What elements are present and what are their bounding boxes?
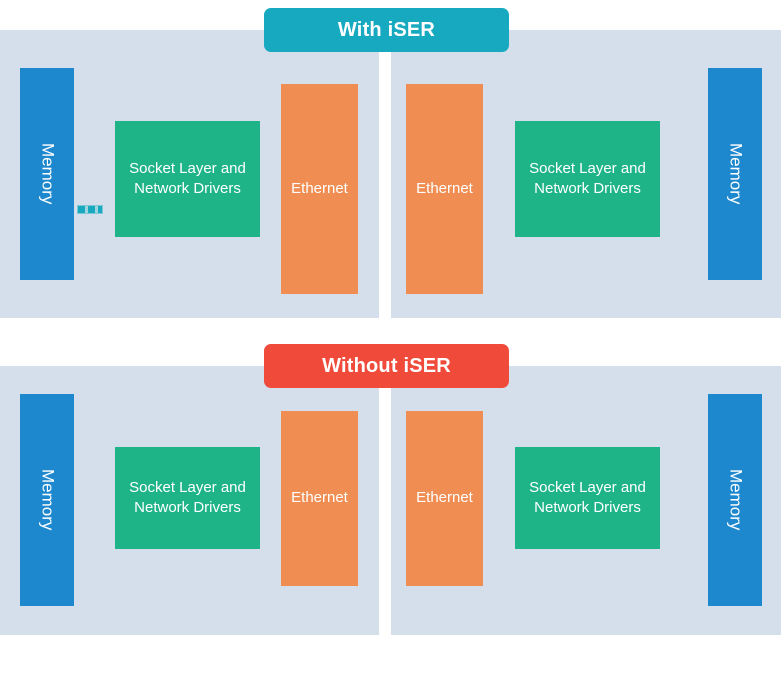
socket-label-line-1: Socket Layer and: [129, 159, 246, 177]
socket-label-line-2: Network Drivers: [134, 180, 241, 197]
block-label-socket-layer: Socket Layer and Network Drivers: [129, 159, 246, 200]
block-ethernet-right-without-iser: Ethernet: [406, 411, 483, 586]
socket-label-line-2: Network Drivers: [134, 499, 241, 516]
block-memory-left-without-iser: Memory: [20, 394, 74, 606]
block-socket-layer-right-with-iser: Socket Layer and Network Drivers: [515, 121, 660, 237]
block-socket-layer-left-with-iser: Socket Layer and Network Drivers: [115, 121, 260, 237]
block-label-memory: Memory: [726, 469, 746, 531]
block-label-socket-layer: Socket Layer and Network Drivers: [529, 478, 646, 519]
socket-label-line-1: Socket Layer and: [529, 159, 646, 177]
socket-label-line-2: Network Drivers: [534, 180, 641, 197]
block-label-ethernet: Ethernet: [416, 179, 473, 197]
block-label-memory: Memory: [726, 143, 746, 205]
block-socket-layer-right-without-iser: Socket Layer and Network Drivers: [515, 447, 660, 549]
block-ethernet-right-with-iser: Ethernet: [406, 84, 483, 294]
section-title-with-iser: With iSER: [264, 8, 509, 52]
block-memory-right-with-iser: Memory: [708, 68, 762, 280]
section-title-without-iser: Without iSER: [264, 344, 509, 388]
block-ethernet-left-without-iser: Ethernet: [281, 411, 358, 586]
iser-rdma-connector: [77, 205, 103, 214]
block-label-socket-layer: Socket Layer and Network Drivers: [529, 159, 646, 200]
block-label-memory: Memory: [38, 469, 58, 531]
block-socket-layer-left-without-iser: Socket Layer and Network Drivers: [115, 447, 260, 549]
socket-label-line-1: Socket Layer and: [529, 478, 646, 496]
block-label-socket-layer: Socket Layer and Network Drivers: [129, 478, 246, 519]
block-label-ethernet: Ethernet: [291, 179, 348, 197]
section-title-text: With iSER: [337, 18, 436, 41]
block-ethernet-left-with-iser: Ethernet: [281, 84, 358, 294]
socket-label-line-1: Socket Layer and: [129, 478, 246, 496]
section-without-iser: Memory Socket Layer and Network Drivers …: [0, 344, 781, 635]
block-label-memory: Memory: [38, 143, 58, 205]
block-label-ethernet: Ethernet: [291, 489, 348, 507]
block-memory-right-without-iser: Memory: [708, 394, 762, 606]
block-memory-left-with-iser: Memory: [20, 68, 74, 280]
block-label-ethernet: Ethernet: [416, 489, 473, 507]
socket-label-line-2: Network Drivers: [534, 499, 641, 516]
section-title-text: Without iSER: [322, 354, 451, 377]
section-with-iser: Memory Socket Layer and Network Drivers …: [0, 8, 781, 318]
